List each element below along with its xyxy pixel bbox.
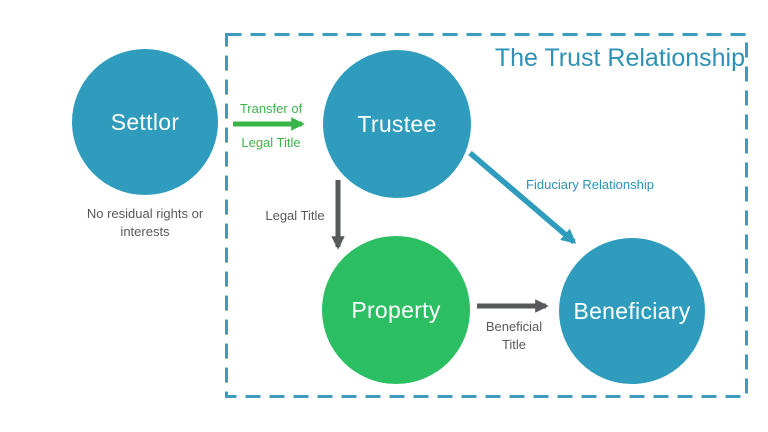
trust-boundary-box [225,33,748,398]
settlor-label: Settlor [110,108,180,135]
settlor-note: No residual rights or interests [87,205,203,241]
beneficiary-label: Beneficiary [573,297,691,324]
property-node: Property [322,236,470,384]
legal-title-arrow-label: Legal Title [265,208,325,223]
beneficial-title-label-line1: Beneficial [485,319,543,334]
property-label: Property [351,296,441,323]
fiduciary-arrow-label: Fiduciary Relationship [526,177,654,192]
fiduciary-arrow [468,150,577,245]
transfer-arrow-label-line2: Legal Title [241,135,301,150]
beneficial-title-arrow-label: Beneficial Title [486,318,542,354]
settlor-note-line1: No residual rights or [86,206,204,221]
settlor-node: Settlor [72,49,218,195]
beneficial-title-label-line2: Title [501,337,527,352]
beneficiary-node: Beneficiary [559,238,705,384]
transfer-arrow-label-line1: Transfer of [239,101,303,116]
trustee-node: Trustee [323,50,471,198]
settlor-note-line2: interests [120,224,170,239]
trustee-label: Trustee [357,110,437,137]
diagram-title: The Trust Relationship [494,44,745,72]
